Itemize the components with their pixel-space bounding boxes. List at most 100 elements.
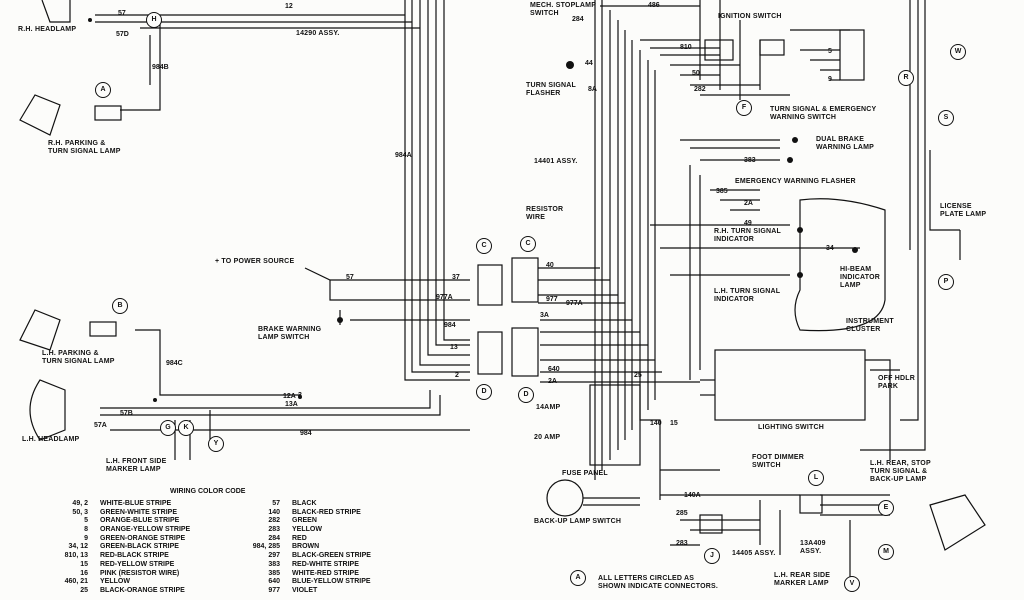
legend-color-name: GREEN-WHITE STRIPE: [100, 508, 178, 516]
wire-number: 12: [285, 3, 293, 10]
legend-wire-code: 977: [268, 586, 280, 594]
wire-number: 285: [676, 510, 688, 517]
wire-number: 34: [826, 245, 834, 252]
wire-number: 977A: [566, 300, 583, 307]
wire-number: 140A: [684, 492, 701, 499]
legend-wire-code: 810, 13: [64, 552, 88, 560]
connector-b: B: [112, 298, 128, 314]
legend-wire-code: 15: [80, 560, 88, 568]
legend-wire-code: 282: [268, 517, 280, 525]
legend-wire-code: 283: [268, 526, 280, 534]
legend-row: 8 ORANGE-YELLOW STRIPE 283 YELLOW: [20, 526, 322, 535]
connector-l: L: [808, 470, 824, 486]
wire-number: 486: [648, 2, 660, 9]
connector-d-right: D: [518, 387, 534, 403]
connector-c-right: C: [520, 236, 536, 252]
legend-color-name: BLACK-ORANGE STRIPE: [100, 586, 185, 594]
wire-number: 3: [298, 392, 302, 399]
wire-number: 984C: [166, 360, 183, 367]
wire-number: 12A: [283, 393, 296, 400]
legend-wire-code: 385: [268, 569, 280, 577]
wire-number: 8A: [588, 86, 597, 93]
wire-number: 40: [546, 262, 554, 269]
wire-number: 13: [450, 344, 458, 351]
legend-wire-code: 640: [268, 578, 280, 586]
connector-d-left: D: [476, 384, 492, 400]
wire-number: 5: [828, 48, 832, 55]
backup-switch-label: BACK-UP LAMP SWITCH: [534, 518, 622, 525]
foot-dimmer-label: FOOT DIMMER SWITCH: [752, 454, 804, 469]
wire-number: 284: [572, 16, 584, 23]
lh-rear-side-label: L.H. REAR SIDE MARKER LAMP: [774, 572, 831, 587]
connector-y: Y: [208, 436, 224, 452]
legend-wire-code: 49, 2: [72, 500, 88, 507]
legend-wire-code: 8: [84, 526, 88, 534]
legend-color-name: ORANGE-BLUE STRIPE: [100, 517, 180, 525]
legend-color-name: RED-WHITE STRIPE: [292, 560, 359, 568]
wire-number: 977: [546, 296, 558, 303]
connector-m: M: [878, 544, 894, 560]
amp-14-label: 14AMP: [536, 404, 561, 411]
wire-number: 140: [650, 420, 662, 427]
legend-color-name: WHITE-RED STRIPE: [292, 569, 359, 577]
wire-number: 3A: [540, 312, 549, 319]
ignition-switch-label: IGNITION SWITCH: [718, 13, 782, 20]
wire-number: 15: [670, 420, 678, 427]
wire-number: 57: [346, 274, 354, 281]
legend-color-name: VIOLET: [292, 586, 318, 594]
connector-g: G: [160, 420, 176, 436]
wire-number: 57D: [116, 31, 129, 38]
legend-color-name: GREEN-BLACK STRIPE: [100, 543, 179, 551]
rh-turn-indicator-label: R.H. TURN SIGNAL INDICATOR: [714, 228, 781, 243]
wire-number: 810: [680, 44, 692, 51]
legend-wire-code: 57: [272, 500, 280, 507]
assy-13a409-label: 13A409 ASSY.: [800, 540, 826, 555]
legend-wire-code: 9: [84, 534, 88, 542]
wire-number: 283: [676, 540, 688, 547]
wire-number: 49: [744, 220, 752, 227]
wire-number: 640: [548, 366, 560, 373]
wire-number: 984A: [395, 152, 412, 159]
legend-color-name: GREEN: [292, 517, 317, 525]
lighting-switch-label: LIGHTING SWITCH: [758, 424, 824, 431]
legend-wire-code: 284: [268, 534, 280, 542]
wire-number: 977A: [436, 294, 453, 301]
wire-number: 57B: [120, 410, 133, 417]
wire-number: 984: [300, 430, 312, 437]
connectors-note: ALL LETTERS CIRCLED AS SHOWN INDICATE CO…: [598, 575, 719, 590]
wire-number: 2: [455, 372, 459, 379]
legend-color-name: BLACK: [292, 500, 317, 507]
wire-number: 25: [634, 372, 642, 379]
legend-color-name: BLACK-RED STRIPE: [292, 508, 361, 516]
connector-r: R: [898, 70, 914, 86]
legend-color-name: ORANGE-YELLOW STRIPE: [100, 526, 191, 534]
brake-warning-label: BRAKE WARNING LAMP SWITCH: [258, 326, 322, 341]
wire-number: 13A: [285, 401, 298, 408]
legend-color-name: BLUE-YELLOW STRIPE: [292, 578, 371, 586]
legend-color-name: BLACK-GREEN STRIPE: [292, 552, 371, 560]
wire-number: 282: [694, 86, 706, 93]
legend-color-name: BROWN: [292, 543, 320, 551]
legend-color-name: RED: [292, 534, 307, 542]
connector-p: P: [938, 274, 954, 290]
dual-brake-label: DUAL BRAKE WARNING LAMP: [816, 136, 875, 151]
hi-beam-label: HI-BEAM INDICATOR LAMP: [840, 266, 881, 289]
legend-wire-code: 984, 285: [252, 543, 280, 551]
lh-turn-indicator-label: L.H. TURN SIGNAL INDICATOR: [714, 288, 781, 303]
wire-number: 383: [744, 157, 756, 164]
legend-wire-code: 25: [80, 586, 88, 594]
rh-headlamp-label: R.H. HEADLAMP: [18, 26, 77, 33]
assy-14405-label: 14405 ASSY.: [732, 550, 776, 557]
legend-color-name: YELLOW: [292, 526, 322, 534]
amp-20-label: 20 AMP: [534, 434, 561, 441]
